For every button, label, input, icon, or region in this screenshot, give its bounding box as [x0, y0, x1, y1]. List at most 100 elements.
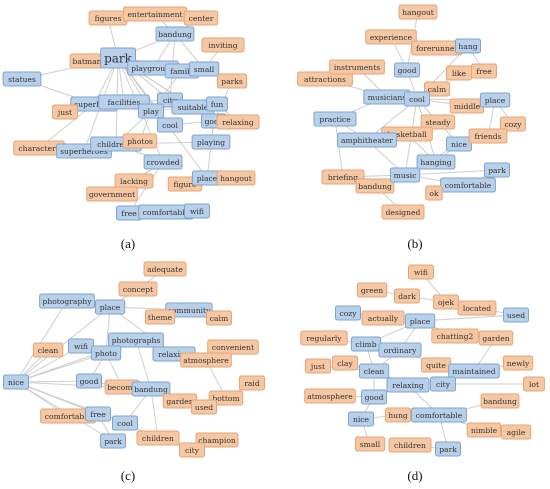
node-label-superhero: superhero — [74, 100, 114, 109]
node-figures: figures — [88, 10, 128, 26]
node-label-designed: designed — [386, 208, 421, 217]
node-box-cozy — [335, 305, 361, 321]
node-box-used — [191, 399, 217, 415]
node-label-calm: calm — [210, 314, 228, 323]
node-suitable: suitable — [171, 99, 215, 115]
node-label-children: children — [142, 434, 174, 443]
node-hanging: hanging — [416, 154, 456, 170]
node-experience: experience — [365, 29, 417, 45]
node-box-city — [430, 376, 456, 392]
node-inviting: inviting — [201, 37, 245, 53]
node-box-designed — [381, 204, 425, 220]
node-box-statues — [2, 71, 42, 87]
node-label-attractions: attractions — [304, 75, 346, 84]
node-box-children — [136, 430, 180, 446]
edge-bandung-children — [150, 388, 159, 439]
node-box-used — [503, 307, 529, 323]
node-bandung: bandung — [480, 393, 520, 409]
node-box-parks — [216, 73, 248, 89]
node-box-just — [52, 104, 78, 120]
node-label-middle: middle — [454, 102, 481, 111]
node-nice: nice — [348, 411, 374, 427]
node-label-free: free — [90, 410, 106, 419]
node-label-music: music — [394, 171, 417, 180]
edge-practice-briefing — [334, 118, 344, 178]
node-box-newly — [502, 355, 534, 371]
node-box-bandung — [480, 393, 520, 409]
node-box-good — [76, 373, 102, 389]
node-cool: cool — [157, 117, 183, 133]
node-label-play: play — [143, 107, 160, 116]
node-park: park — [484, 162, 510, 178]
node-label-statues: statues — [8, 75, 36, 84]
node-children: children — [136, 430, 180, 446]
node-box-park — [435, 441, 461, 457]
node-box-lot — [523, 376, 545, 392]
node-center: center — [183, 10, 219, 26]
node-label-climb: climb — [355, 340, 376, 349]
node-box-free — [85, 406, 111, 422]
node-wifi: wifi — [408, 264, 434, 280]
node-label-nice: nice — [451, 140, 468, 149]
node-label-newly: newly — [507, 359, 530, 368]
edge-nice-photography — [15, 300, 68, 383]
node-label-garden: garden — [482, 334, 509, 343]
node-box-steady — [420, 114, 456, 130]
node-label-cozy: cozy — [339, 309, 357, 318]
node-lot: lot — [523, 376, 545, 392]
node-bandung: bandung — [131, 381, 171, 397]
node-box-clean — [32, 342, 64, 358]
node-label-clean: clean — [38, 346, 59, 355]
node-champion: champion — [195, 432, 239, 448]
node-label-green: green — [361, 286, 383, 295]
node-nice: nice — [3, 374, 29, 390]
node-label-characters: characters — [18, 144, 59, 153]
node-label-maintained: maintained — [452, 367, 495, 376]
node-box-bandung — [355, 178, 395, 194]
node-label-steady: steady — [425, 118, 451, 127]
node-label-good: good — [80, 377, 99, 386]
node-label-wifi: wifi — [74, 342, 88, 351]
node-box-calm — [424, 81, 450, 97]
node-located: located — [457, 300, 497, 316]
node-place: place — [479, 92, 511, 108]
node-music: music — [389, 167, 421, 183]
node-label-used: used — [195, 403, 213, 412]
node-box-photos — [122, 133, 158, 149]
node-label-dark: dark — [398, 292, 416, 301]
node-label-batman: batman — [72, 57, 101, 66]
node-just: just — [52, 104, 78, 120]
edge-music-park — [404, 169, 498, 176]
node-label-just: just — [57, 108, 72, 117]
node-box-ok — [425, 185, 443, 201]
node-label-clay: clay — [337, 359, 353, 368]
node-box-attractions — [297, 71, 353, 87]
node-musicians: musicians — [363, 89, 411, 105]
node-convenient: convenient — [207, 339, 259, 355]
node-label-chatting2: chatting2 — [437, 332, 474, 341]
node-hangout: hangout — [216, 170, 256, 186]
node-label-city: city — [436, 380, 451, 389]
node-box-theme — [144, 309, 176, 325]
node-clean: clean — [358, 363, 390, 379]
node-label-relaxing: relaxing — [392, 381, 424, 390]
node-play: play — [138, 103, 164, 119]
node-box-atmosphere — [304, 388, 356, 404]
node-box-cool — [404, 91, 430, 107]
node-label-nice: nice — [353, 415, 370, 424]
node-label-photos: photos — [127, 137, 153, 146]
node-label-place: place — [100, 303, 121, 312]
node-box-champion — [195, 432, 239, 448]
node-statues: statues — [2, 71, 42, 87]
node-comfortable: comfortable — [411, 407, 467, 423]
node-middle: middle — [449, 98, 485, 114]
node-garden: garden — [478, 330, 514, 346]
node-nimble: nimble — [466, 422, 502, 438]
node-label-ordinary: ordinary — [384, 346, 418, 355]
node-clay: clay — [332, 355, 358, 371]
node-label-good: good — [398, 66, 417, 75]
node-instruments: instruments — [329, 59, 385, 75]
node-box-fun — [206, 96, 228, 112]
node-playing: playing — [191, 134, 231, 150]
